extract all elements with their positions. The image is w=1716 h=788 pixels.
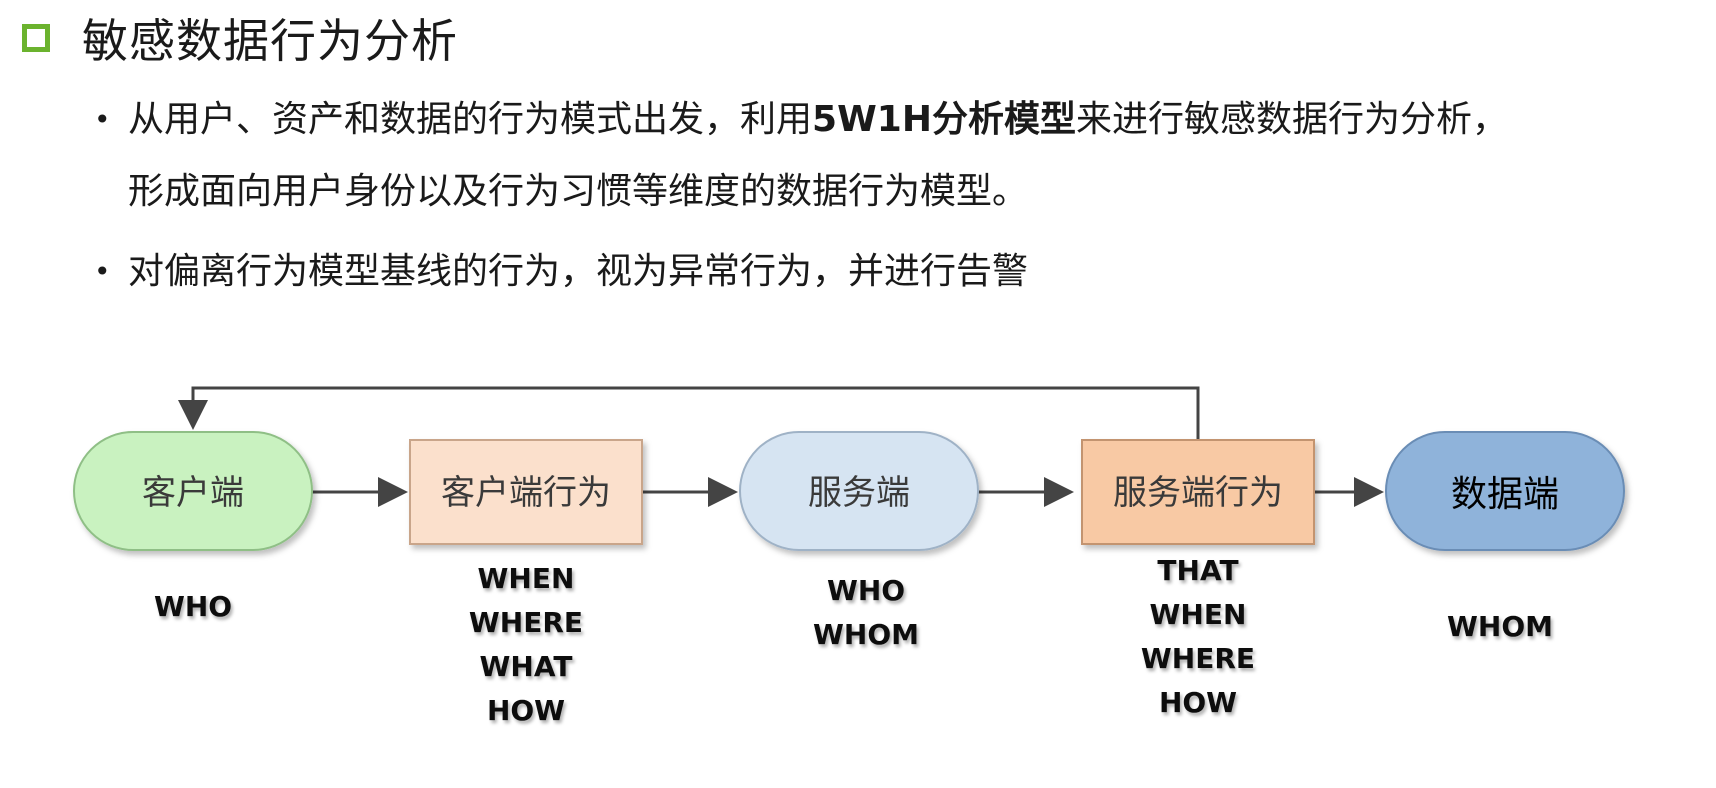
feedback-arrow: [178, 386, 1200, 440]
node-client: [73, 431, 313, 551]
server-w-label-2: WHOM: [813, 618, 919, 651]
node-server-label: 服务端: [808, 473, 910, 513]
server-behavior-w-label-3: WHERE: [1141, 642, 1255, 675]
client-behavior-w-label-1: WHEN: [478, 562, 575, 595]
bullet-1-line-1: 从用户、资产和数据的行为模式出发，利用5W1H分析模型来进行敏感数据行为分析，: [128, 84, 1508, 156]
title-row: 敏感数据行为分析: [22, 8, 458, 68]
node-client-label: 客户端: [142, 473, 244, 513]
client-w-label-1: WHO: [154, 590, 232, 623]
bullet-1-line-2: 形成面向用户身份以及行为习惯等维度的数据行为模型。: [128, 171, 1029, 212]
server-behavior-w-label-4: HOW: [1159, 686, 1237, 719]
node-client-behavior: [409, 439, 643, 545]
node-server-behavior-label: 服务端行为: [1113, 473, 1283, 513]
client-behavior-w-label-4: HOW: [487, 694, 565, 727]
title-bullet-square-icon: [22, 24, 50, 52]
node-server: [739, 431, 979, 551]
node-data-label: 数据端: [1451, 474, 1559, 515]
client-behavior-w-label-3: WHAT: [480, 650, 573, 683]
client-behavior-w-label-2: WHERE: [469, 606, 583, 639]
bullet-1-text-post: 来进行敏感数据行为分析，: [1075, 99, 1508, 140]
node-data: [1385, 431, 1625, 551]
bullet-1-text-pre: 从用户、资产和数据的行为模式出发，利用: [128, 99, 813, 140]
node-server-behavior: [1081, 439, 1315, 545]
bullet-2-text: 对偏离行为模型基线的行为，视为异常行为，并进行告警: [128, 251, 1029, 292]
server-w-label-1: WHO: [827, 574, 905, 607]
node-client-behavior-label: 客户端行为: [441, 473, 611, 513]
bullet-dot-icon: •: [94, 103, 111, 136]
bullet-1-bold-term: 5W1H分析模型: [812, 99, 1076, 140]
server-behavior-w-label-2: WHEN: [1150, 598, 1247, 631]
data-w-label-1: WHOM: [1447, 610, 1553, 643]
page-title: 敏感数据行为分析: [82, 14, 458, 68]
bullet-dot-icon: •: [94, 255, 111, 288]
server-behavior-w-label-1: THAT: [1157, 554, 1238, 587]
